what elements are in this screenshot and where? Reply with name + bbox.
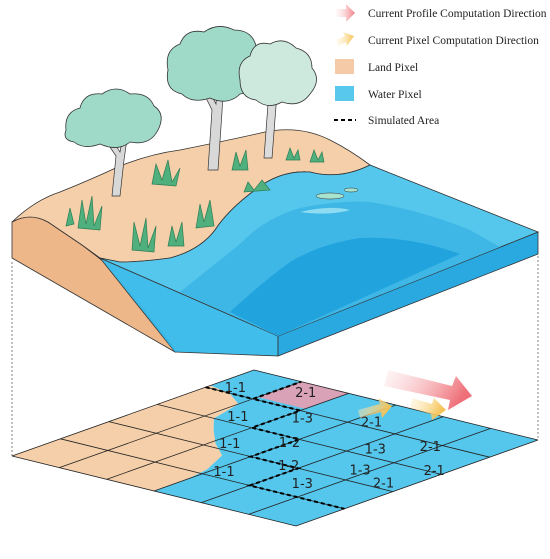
legend-label: Simulated Area bbox=[368, 115, 439, 127]
cell-label: 2-1 bbox=[420, 440, 441, 455]
legend-label: Water Pixel bbox=[368, 89, 422, 101]
grass-tuft bbox=[195, 199, 215, 229]
legend: Current Profile Computation Direction Cu… bbox=[334, 4, 547, 127]
cell-label: 1-3 bbox=[349, 463, 370, 478]
cell-label: 2-1 bbox=[295, 386, 316, 401]
cell-label: 1-1 bbox=[227, 410, 248, 425]
cell-label: 1-1 bbox=[213, 465, 234, 480]
grid-line bbox=[295, 439, 539, 527]
profile-direction-arrow bbox=[384, 370, 472, 410]
cell-label: 1-2 bbox=[279, 436, 300, 451]
pink-arrow-icon bbox=[336, 4, 355, 22]
grid-line bbox=[248, 427, 491, 515]
simulated-area-dashed-line bbox=[205, 380, 345, 510]
grass-tuft bbox=[167, 221, 185, 247]
water-ripple bbox=[315, 192, 345, 200]
water-ripple bbox=[343, 187, 359, 193]
yellow-arrow-icon bbox=[336, 32, 354, 46]
grass-tuft bbox=[285, 146, 301, 161]
legend-item-water: Water Pixel bbox=[335, 86, 422, 101]
grass-tuft bbox=[243, 179, 271, 193]
simulated-area-boundary bbox=[205, 380, 345, 510]
water-swatch-icon bbox=[335, 86, 354, 101]
grass-tuft bbox=[231, 149, 249, 171]
cell-label: 1-2 bbox=[278, 459, 299, 474]
cell-label: 1-3 bbox=[292, 477, 313, 492]
cell-label: 1-3 bbox=[365, 442, 386, 457]
pixel-direction-arrow bbox=[358, 398, 392, 418]
tree-canopy bbox=[238, 40, 317, 106]
legend-item-profile-direction: Current Profile Computation Direction bbox=[336, 4, 547, 22]
grid-line bbox=[11, 369, 255, 457]
cell-label: 2-1 bbox=[361, 415, 382, 430]
cell-label: 1-1 bbox=[225, 381, 246, 396]
highlight-cell bbox=[257, 381, 349, 409]
tree-left bbox=[64, 88, 162, 197]
water-deepest-band bbox=[230, 237, 460, 336]
cell-label: 1-1 bbox=[219, 437, 240, 452]
grass-tufts bbox=[65, 146, 325, 253]
water-region bbox=[154, 370, 538, 526]
projection-lines bbox=[11, 256, 539, 456]
legend-label: Current Pixel Computation Direction bbox=[368, 35, 539, 47]
legend-item-pixel-direction: Current Pixel Computation Direction bbox=[336, 32, 539, 47]
cell-label: 1-3 bbox=[292, 411, 313, 426]
water-front-face-lower bbox=[108, 265, 175, 352]
terrain-block bbox=[11, 26, 540, 357]
grid-line bbox=[106, 392, 349, 480]
grid-line bbox=[201, 416, 444, 504]
grass-tuft bbox=[65, 207, 75, 227]
legend-item-simulated: Simulated Area bbox=[334, 115, 439, 127]
legend-label: Land Pixel bbox=[368, 62, 418, 74]
water-shallow-ripple bbox=[300, 207, 350, 214]
grid-line bbox=[153, 404, 397, 492]
grass-tuft bbox=[309, 148, 325, 163]
tree-right bbox=[238, 40, 317, 159]
legend-label: Current Profile Computation Direction bbox=[368, 8, 547, 20]
cell-label: 2-1 bbox=[373, 477, 394, 492]
grid-arrows bbox=[358, 370, 472, 420]
legend-item-land: Land Pixel bbox=[335, 59, 418, 74]
land-swatch-icon bbox=[335, 59, 354, 74]
tree-canopy bbox=[64, 88, 162, 148]
grass-tuft bbox=[151, 159, 181, 187]
grass-tuft bbox=[77, 195, 103, 231]
cell-label: 2-1 bbox=[424, 464, 445, 479]
grass-tuft bbox=[131, 217, 157, 253]
pixel-direction-arrow bbox=[410, 398, 446, 420]
